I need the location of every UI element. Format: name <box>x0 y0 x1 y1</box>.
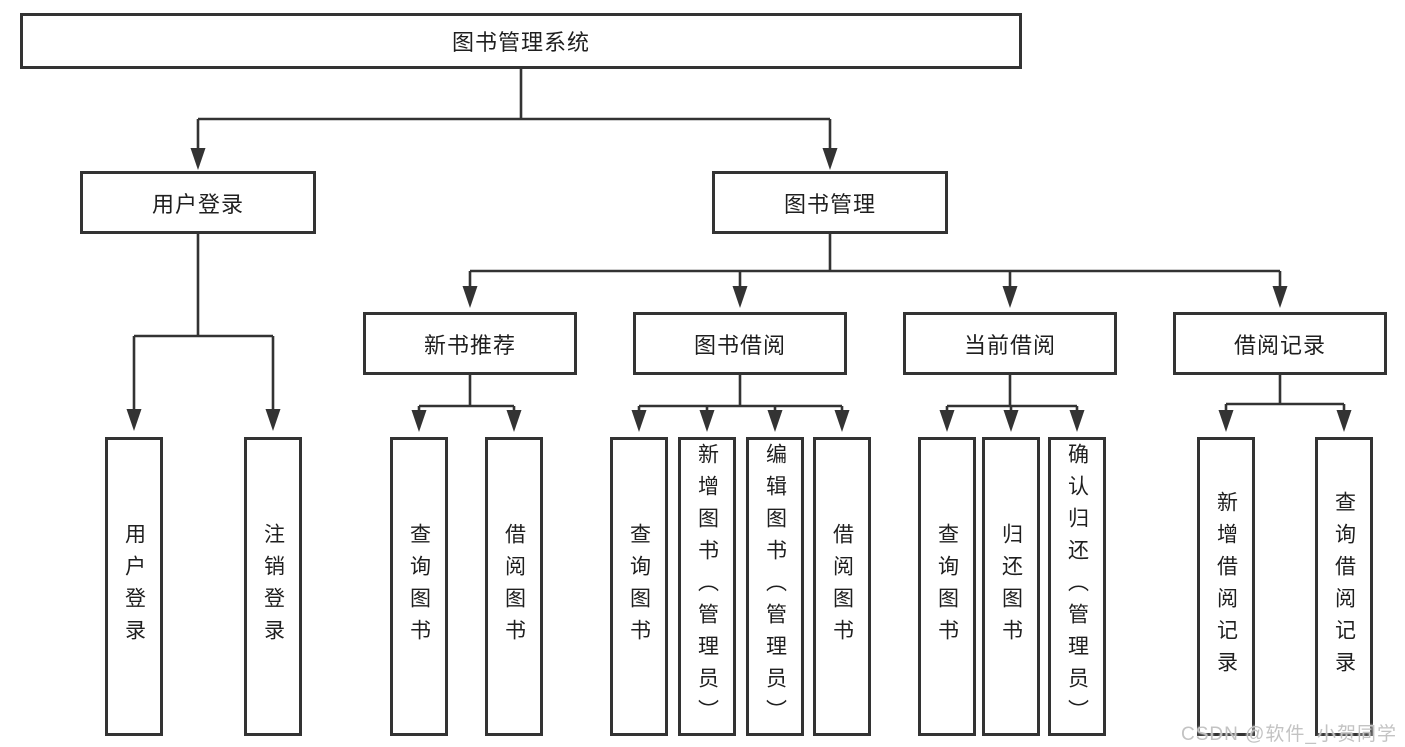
leaf-label: 确认归还（管理员） <box>1065 442 1089 731</box>
leaf-query-books-2: 查询图书 <box>610 437 668 736</box>
leaf-label: 借阅图书 <box>502 522 526 651</box>
leaf-label: 编辑图书（管理员） <box>763 442 787 731</box>
node-book-management: 图书管理 <box>712 171 948 234</box>
leaf-query-books-3: 查询图书 <box>918 437 976 736</box>
node-library-system: 图书管理系统 <box>20 13 1022 69</box>
node-user-login: 用户登录 <box>80 171 316 234</box>
leaf-label: 查询借阅记录 <box>1332 490 1356 683</box>
leaf-label: 归还图书 <box>999 522 1023 651</box>
leaf-label: 借阅图书 <box>830 522 854 651</box>
leaf-logout: 注销登录 <box>244 437 302 736</box>
leaf-label: 用户登录 <box>122 522 146 651</box>
leaf-add-borrow-record: 新增借阅记录 <box>1197 437 1255 736</box>
leaf-query-borrow-record: 查询借阅记录 <box>1315 437 1373 736</box>
node-current-borrow: 当前借阅 <box>903 312 1117 375</box>
leaf-label: 注销登录 <box>261 522 285 651</box>
node-borrow-records: 借阅记录 <box>1173 312 1387 375</box>
leaf-borrow-books-2: 借阅图书 <box>813 437 871 736</box>
leaf-label: 查询图书 <box>407 522 431 651</box>
leaf-label: 新增图书（管理员） <box>695 442 719 731</box>
leaf-label: 查询图书 <box>627 522 651 651</box>
leaf-label: 查询图书 <box>935 522 959 651</box>
leaf-edit-books-admin: 编辑图书（管理员） <box>746 437 804 736</box>
leaf-confirm-return-admin: 确认归还（管理员） <box>1048 437 1106 736</box>
leaf-label: 新增借阅记录 <box>1214 490 1238 683</box>
leaf-query-books-1: 查询图书 <box>390 437 448 736</box>
csdn-watermark: CSDN @软件_小贺同学 <box>1181 724 1397 745</box>
node-book-borrow: 图书借阅 <box>633 312 847 375</box>
leaf-user-login: 用户登录 <box>105 437 163 736</box>
leaf-return-books: 归还图书 <box>982 437 1040 736</box>
leaf-borrow-books-1: 借阅图书 <box>485 437 543 736</box>
leaf-add-books-admin: 新增图书（管理员） <box>678 437 736 736</box>
node-new-book-recommend: 新书推荐 <box>363 312 577 375</box>
